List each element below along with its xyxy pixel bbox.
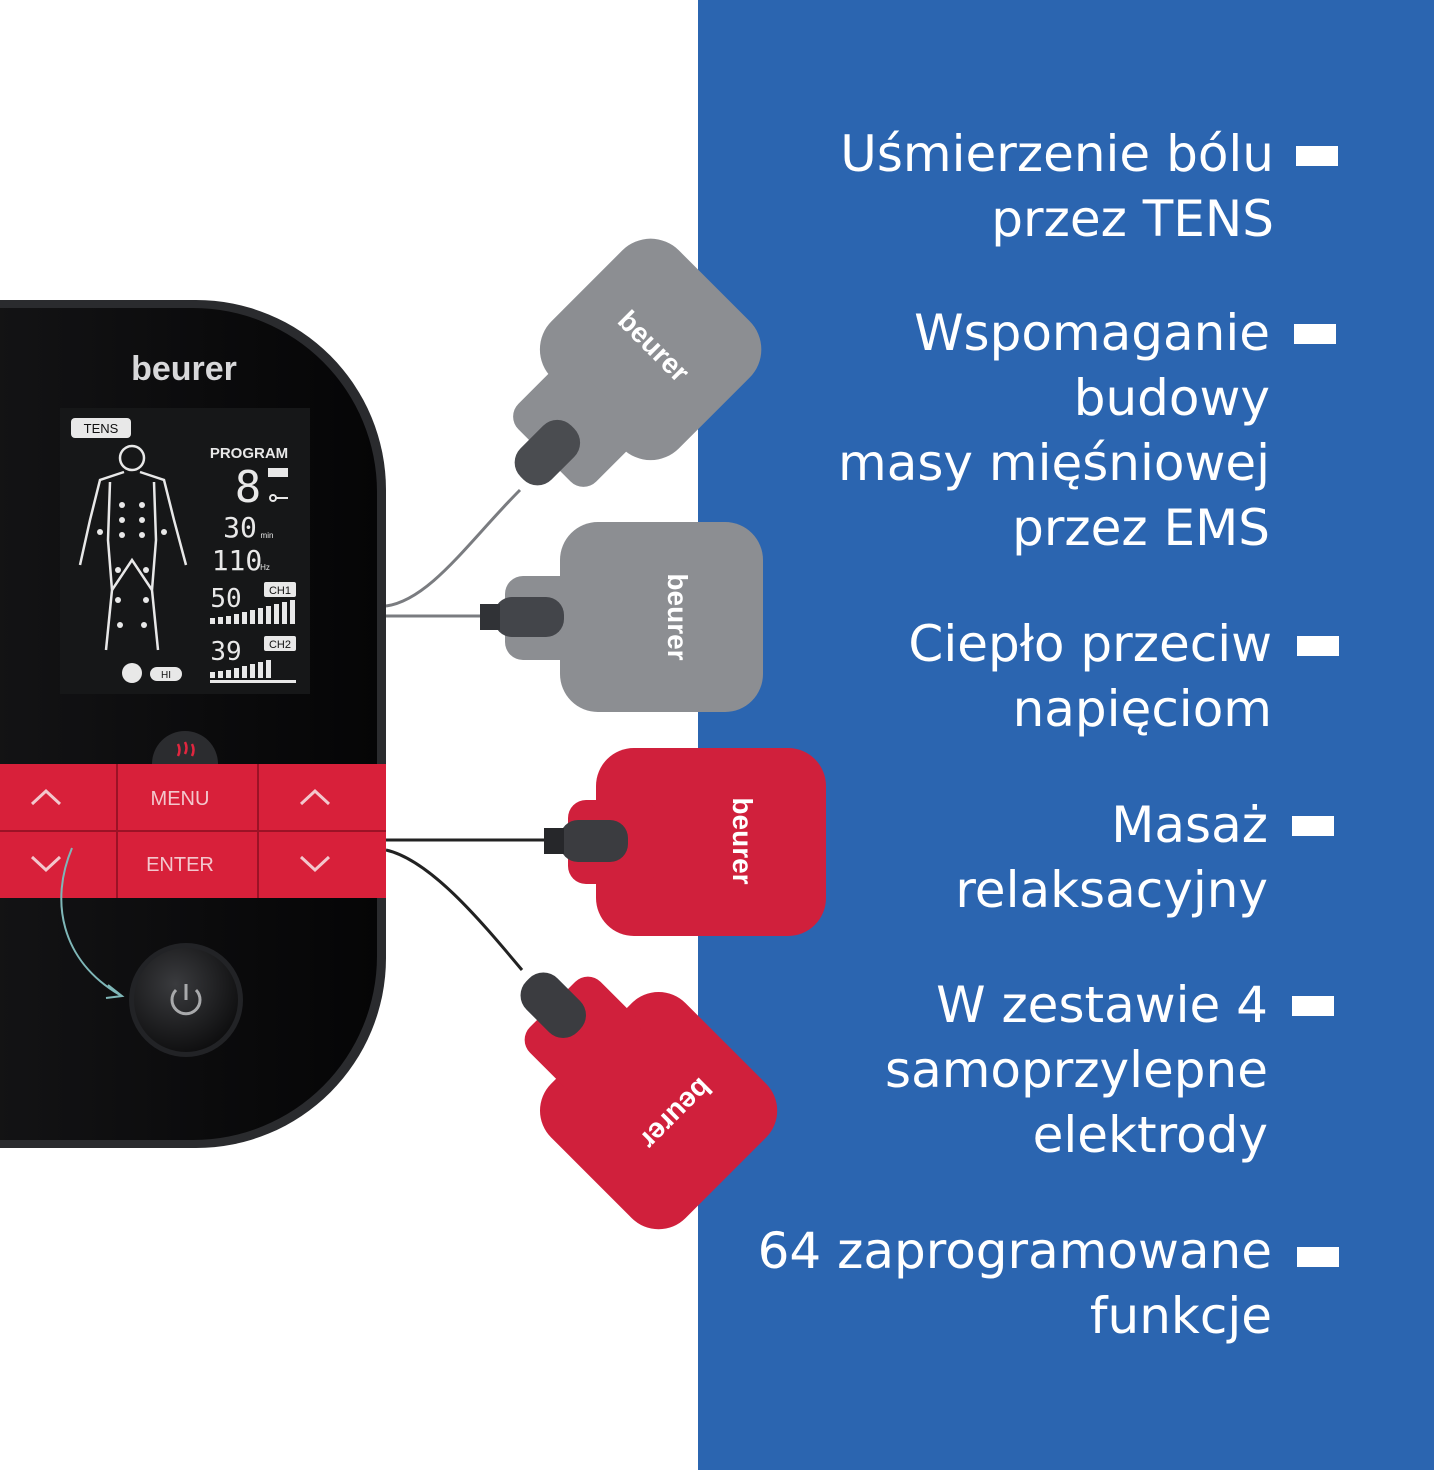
feature-text-line: funkcje: [1089, 1287, 1272, 1345]
feature-text-line: relaksacyjny: [955, 861, 1268, 919]
feature-programs: 64 zaprogramowane funkcje: [758, 1219, 1272, 1349]
feature-muscle-building-ems: Wspomaganie budowy masy mięśniowej przez…: [838, 301, 1270, 561]
body-figure-icon: [78, 444, 188, 651]
feature-text-line: samoprzylepne: [885, 1041, 1268, 1099]
electrode-pad-red-1: beurer: [544, 748, 826, 936]
up-arrow-icon: [30, 788, 62, 806]
feature-text-line: przez EMS: [1012, 499, 1270, 557]
electrode-brand-label: beurer: [727, 797, 758, 884]
feature-text-line: Wspomaganie: [914, 304, 1270, 362]
feature-bullet-dash: [1296, 146, 1338, 166]
up-arrow-icon: [299, 788, 331, 806]
electrode-brand-label: beurer: [662, 573, 693, 660]
power-icon: [170, 984, 202, 1016]
electrode-pad-grey-2: beurer: [480, 522, 763, 712]
feature-relax-massage: Masaż relaksacyjny: [955, 793, 1268, 923]
feature-bullet-dash: [1292, 996, 1334, 1016]
feature-bullet-dash: [1292, 816, 1334, 836]
feature-bullet-dash: [1294, 324, 1336, 344]
frequency-value: 110: [212, 544, 263, 577]
feature-text-line: Ciepło przeciw: [908, 615, 1272, 673]
electrode-point-dots: [97, 502, 167, 628]
tens-device: beurer TENS: [0, 300, 386, 1148]
mode-label: TENS: [84, 421, 119, 436]
electrode-pad-red-2: beurer: [520, 972, 778, 1230]
feature-text-line: budowy: [1073, 369, 1270, 427]
feature-text-line: W zestawie 4: [936, 976, 1268, 1034]
ch2-down-button[interactable]: [260, 833, 384, 896]
enter-button[interactable]: ENTER: [146, 854, 214, 876]
menu-button[interactable]: MENU: [151, 788, 210, 810]
feature-heat-tension: Ciepło przeciw napięciom: [908, 612, 1272, 742]
channel2-value: 39: [210, 637, 241, 667]
key-lock-icon: [269, 494, 288, 502]
ch1-down-button[interactable]: [0, 833, 115, 896]
electrode-cables: [385, 488, 548, 971]
feature-bullet-dash: [1297, 636, 1339, 656]
channel1-intensity-bars: [210, 600, 295, 624]
heat-icon: [122, 663, 142, 683]
time-value: 30: [223, 511, 257, 544]
feature-bullet-dash: [1297, 1247, 1339, 1267]
program-number: 8: [235, 462, 262, 513]
feature-text-line: przez TENS: [991, 190, 1274, 248]
feature-electrodes-included: W zestawie 4 samoprzylepne elektrody: [885, 973, 1268, 1168]
device-brand-logo: beurer: [131, 350, 237, 388]
heat-icon: [176, 741, 195, 757]
ch2-up-button[interactable]: [260, 766, 384, 829]
feature-text-line: 64 zaprogramowane: [757, 1222, 1272, 1280]
frequency-unit: Hz: [260, 563, 270, 572]
feature-text-line: Uśmierzenie bólu: [840, 125, 1274, 183]
down-arrow-icon: [30, 855, 62, 873]
ch1-up-button[interactable]: [0, 766, 115, 829]
channel2-label: CH2: [269, 639, 291, 651]
channel1-label: CH1: [269, 585, 291, 597]
blue-feature-panel: [698, 0, 1434, 1470]
time-unit: min: [261, 531, 274, 540]
power-button[interactable]: [129, 943, 243, 1057]
battery-icon: [268, 468, 288, 477]
feature-text-line: napięciom: [1012, 680, 1272, 738]
program-label: PROGRAM: [210, 445, 288, 462]
channel2-intensity-bars: [210, 660, 296, 683]
feature-text-line: masy mięśniowej: [837, 434, 1270, 492]
electrode-pad-grey-1: beurer: [513, 238, 762, 487]
power-hint-arrow: [60, 847, 121, 996]
heat-level-label: HI: [161, 670, 171, 681]
feature-text-line: Masaż: [1111, 796, 1268, 854]
down-arrow-icon: [299, 855, 331, 873]
feature-text-line: elektrody: [1032, 1106, 1268, 1164]
channel1-value: 50: [210, 584, 241, 614]
lcd-display: TENS HI PROGRAM: [60, 408, 310, 694]
heat-button[interactable]: [152, 731, 218, 764]
feature-pain-relief-tens: Uśmierzenie bólu przez TENS: [840, 122, 1274, 252]
